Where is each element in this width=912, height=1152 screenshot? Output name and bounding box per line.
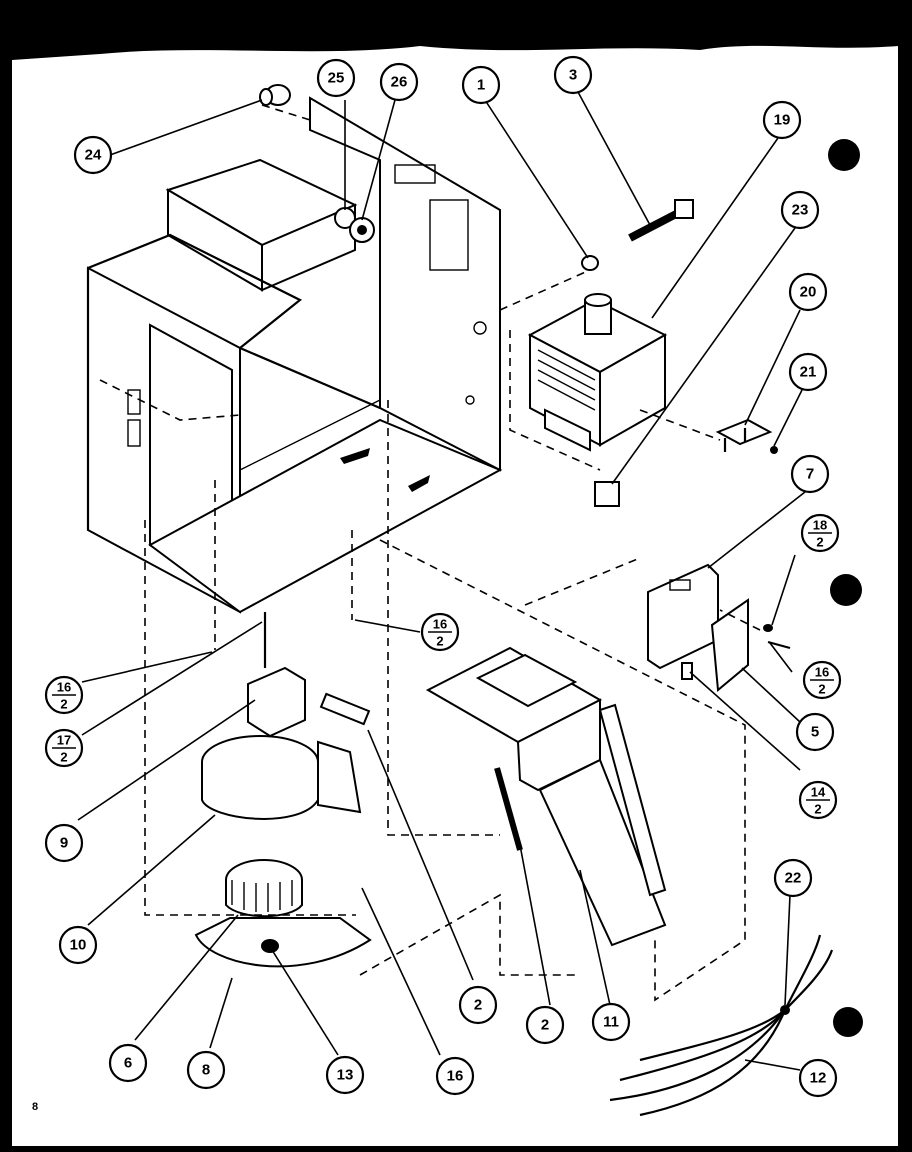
callout-17-qty: 17 2 — [44, 728, 84, 768]
callout-26: 26 — [379, 62, 419, 102]
assembly-dash-lines — [99, 104, 761, 1002]
callout-label: 13 — [337, 1067, 354, 1084]
callout-qty: 2 — [60, 750, 67, 765]
callout-18-qty: 18 2 — [800, 513, 840, 553]
callout-qty: 2 — [816, 535, 823, 550]
wire-harness — [609, 934, 834, 1117]
callout-label: 18 — [813, 518, 827, 533]
callout-label: 24 — [85, 147, 102, 164]
callout-label: 23 — [792, 202, 809, 219]
callout-11: 11 — [591, 1002, 631, 1042]
callout-23: 23 — [780, 190, 820, 230]
registration-dot-middle — [830, 574, 862, 606]
callout-label: 2 — [474, 997, 482, 1014]
callout-label: 8 — [202, 1062, 210, 1079]
callout-label: 5 — [811, 724, 819, 741]
callout-13: 13 — [325, 1055, 365, 1095]
callout-21: 21 — [788, 352, 828, 392]
callout-qty: 2 — [814, 802, 821, 817]
callout-5: 5 — [795, 712, 835, 752]
callout-2-center: 2 — [458, 985, 498, 1025]
callout-19: 19 — [762, 100, 802, 140]
callout-6: 6 — [108, 1043, 148, 1083]
callout-label: 16 — [815, 665, 829, 680]
callout-label: 16 — [433, 617, 447, 632]
fan-assembly — [194, 612, 372, 968]
control-board — [647, 563, 791, 692]
registration-dot-top — [828, 139, 860, 171]
part-1-nut — [581, 255, 599, 271]
callout-10: 10 — [58, 925, 98, 965]
callout-label: 2 — [541, 1017, 549, 1034]
callout-label: 17 — [57, 733, 71, 748]
duct-assembly — [425, 646, 667, 947]
callout-label: 26 — [391, 74, 408, 91]
magnetron — [527, 293, 668, 452]
callout-label: 21 — [800, 364, 817, 381]
callout-label: 12 — [810, 1070, 827, 1087]
callout-label: 14 — [811, 785, 826, 800]
part-3-probe — [628, 199, 694, 242]
callout-label: 6 — [124, 1055, 132, 1072]
callout-label: 19 — [774, 112, 791, 129]
callout-8: 8 — [186, 1050, 226, 1090]
callout-label: 11 — [603, 1014, 619, 1031]
callout-qty: 2 — [436, 634, 443, 649]
callout-2-duct: 2 — [525, 1005, 565, 1045]
callout-16-qty-left: 16 2 — [44, 675, 84, 715]
part-23-block — [594, 481, 620, 507]
exploded-parts-diagram: 24 25 26 1 3 19 23 20 21 7 18 2 16 2 16 — [12, 28, 898, 1117]
page-number: 8 — [32, 1101, 38, 1113]
callout-7: 7 — [790, 454, 830, 494]
callout-label: 22 — [785, 870, 802, 887]
callout-label: 25 — [328, 70, 345, 87]
callout-label: 3 — [569, 67, 577, 84]
callout-3: 3 — [553, 55, 593, 95]
leader-lines — [77, 91, 806, 1071]
callout-label: 7 — [806, 466, 814, 483]
callout-16-qty-right: 16 2 — [802, 660, 842, 700]
callout-12: 12 — [798, 1058, 838, 1098]
parts-diagram-sheet: 24 25 26 1 3 19 23 20 21 7 18 2 16 2 16 — [12, 28, 898, 1146]
callout-25: 25 — [316, 58, 356, 98]
cabinet-chassis — [86, 96, 503, 614]
callout-22: 22 — [773, 858, 813, 898]
callout-label: 1 — [477, 77, 485, 94]
part-24-knob — [259, 84, 291, 106]
callout-9: 9 — [44, 823, 84, 863]
part-20-bracket — [715, 418, 778, 454]
callout-16-qty-middle: 16 2 — [420, 612, 460, 652]
callout-qty: 2 — [818, 682, 825, 697]
callout-label: 16 — [57, 680, 71, 695]
callout-20: 20 — [788, 272, 828, 312]
registration-dot-bottom — [833, 1007, 863, 1037]
callout-label: 20 — [800, 284, 817, 301]
callout-14-qty: 14 2 — [798, 780, 838, 820]
callout-qty: 2 — [60, 697, 67, 712]
callout-label: 10 — [70, 937, 87, 954]
torn-edge — [12, 28, 898, 60]
callout-1: 1 — [461, 65, 501, 105]
callout-16: 16 — [435, 1056, 475, 1096]
callout-label: 9 — [60, 835, 68, 852]
callout-24: 24 — [73, 135, 113, 175]
callout-label: 16 — [447, 1068, 464, 1085]
